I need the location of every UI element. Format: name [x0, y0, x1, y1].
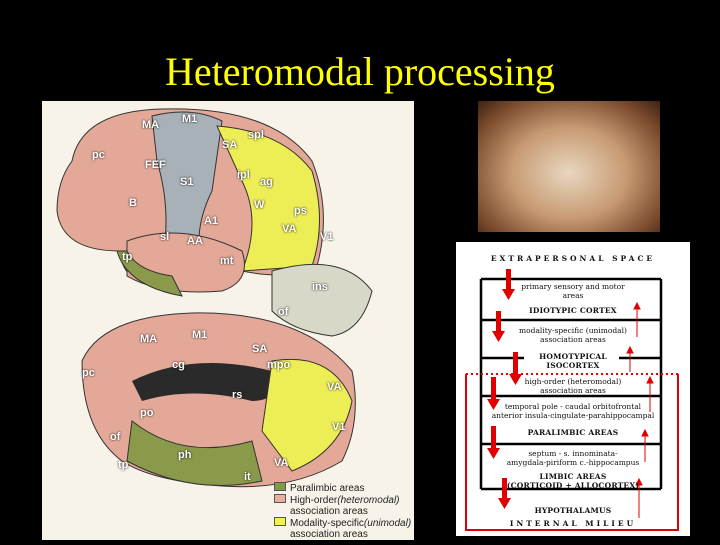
diagram-text: areas	[562, 291, 584, 300]
brain-label: VA	[282, 223, 297, 235]
brain-label: ps	[294, 205, 307, 217]
hypothalamus-label: HYPOTHALAMUS	[534, 506, 612, 515]
diagram-text: septum - s. innominata-	[528, 449, 618, 458]
brain-label: M1	[182, 113, 198, 125]
brain-label: V1	[320, 231, 334, 243]
diagram-text: high-order (heteromodal)	[524, 377, 622, 386]
brain-label: SA	[222, 139, 238, 151]
hierarchy-diagram: EXTRAPERSONAL SPACE primary sensory and …	[456, 242, 690, 536]
isocortex-label: ISOCORTEX	[546, 361, 600, 370]
up-arrows	[626, 301, 654, 518]
legend-item-heteromodal: High-order(heteromodal)association areas	[274, 494, 411, 517]
brain-label: S1	[180, 176, 194, 188]
brain-label: rs	[232, 389, 243, 401]
brain-label: ag	[260, 176, 273, 188]
brain-label: cg	[172, 359, 185, 371]
brain-label: VA	[274, 457, 289, 469]
diagram-text: temporal pole - caudal orbitofrontal	[504, 402, 642, 411]
limbic-areas-label: LIMBIC AREAS	[539, 472, 607, 481]
brain-label: A1	[204, 215, 219, 227]
paralimbic-areas-label: PARALIMBIC AREAS	[527, 428, 619, 437]
brain-label: mt	[220, 255, 234, 267]
limbic-areas-sub: (CORTICOID + ALLOCORTEX)	[506, 481, 640, 490]
brain-label: pc	[82, 367, 95, 379]
diagram-text: amygdala-piriform c.-hippocampus	[506, 458, 640, 467]
brain-label: MA	[140, 333, 158, 345]
brain-label: it	[244, 471, 251, 483]
brain-label: ipl	[237, 169, 250, 181]
brain-label: of	[278, 306, 289, 318]
diagram-text: primary sensory and motor	[521, 282, 625, 291]
brain-label: SA	[252, 343, 268, 355]
brain-dissection-photo	[478, 101, 660, 232]
brain-label: M1	[192, 329, 208, 341]
diagram-lines	[465, 269, 679, 531]
brain-label: sl	[160, 231, 170, 243]
brain-label: AA	[187, 235, 203, 247]
brain-label: tp	[118, 459, 129, 471]
legend: Paralimbic areas High-order(heteromodal)…	[274, 482, 411, 540]
brain-label: spl	[248, 129, 264, 141]
diagram-text: association areas	[540, 335, 606, 344]
brain-label: ph	[178, 449, 192, 461]
brain-illustration	[56, 108, 373, 488]
brain-label: po	[140, 407, 154, 419]
brain-map-figure: MA M1 SA spl pc FEF S1 ipl ag B W A1 AA …	[42, 101, 414, 540]
diagram-text: association areas	[540, 386, 606, 395]
brain-label: B	[129, 197, 137, 209]
brain-label: ins	[312, 281, 328, 293]
brain-label: MA	[142, 119, 160, 131]
brain-label: pc	[92, 149, 105, 161]
brain-label: of	[110, 431, 121, 443]
diagram-text: modality-specific (unimodal)	[519, 326, 627, 335]
brain-label: VA	[327, 381, 342, 393]
homotypical-label: HOMOTYPICAL	[539, 352, 607, 361]
legend-item-unimodal: Modality-specific(unimodal)association a…	[274, 517, 411, 540]
internal-milieu-label: INTERNAL MILIEU	[509, 519, 637, 528]
brain-label: tp	[122, 251, 133, 263]
brain-label: V1	[332, 421, 346, 433]
diagram-text: anterior insula-cingulate-parahippocampa…	[491, 411, 655, 420]
idiotypic-cortex-label: IDIOTYPIC CORTEX	[529, 306, 617, 315]
brain-label: FEF	[145, 159, 166, 171]
slide-title: Heteromodal processing	[165, 49, 555, 94]
down-arrows	[487, 269, 522, 509]
extrapersonal-space-label: EXTRAPERSONAL SPACE	[490, 254, 656, 263]
legend-item-paralimbic: Paralimbic areas	[274, 482, 411, 494]
brain-label: mpo	[267, 359, 291, 371]
brain-label: W	[254, 199, 265, 211]
